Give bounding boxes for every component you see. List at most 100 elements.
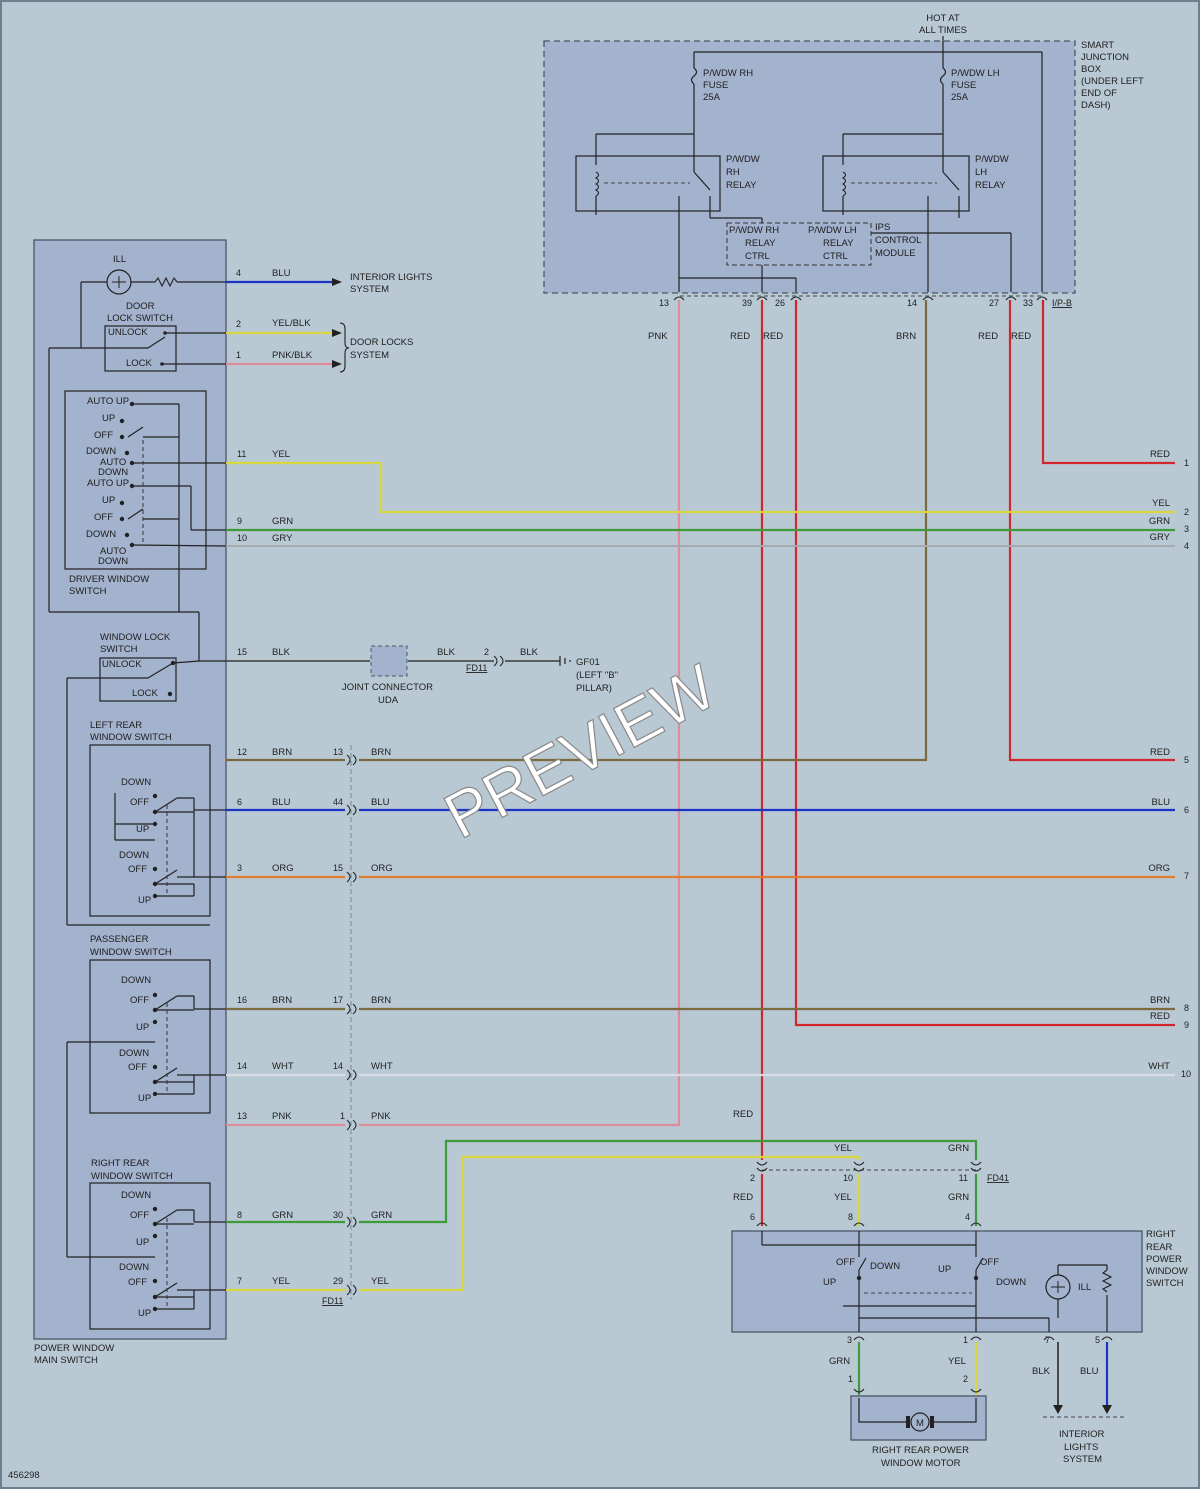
rr-switch-label-4: WINDOW (1146, 1266, 1188, 1277)
wire-yel-11 (226, 461, 1175, 514)
wl-unlock-label: UNLOCK (102, 659, 142, 670)
main-pin-3: 3 (237, 863, 242, 873)
wire-label-red-26: RED (763, 331, 783, 342)
edge-num-8: 8 (1184, 1003, 1189, 1013)
rr-switch-label-1: RIGHT (1146, 1229, 1176, 1240)
wire-label-blu-fd44: BLU (371, 797, 390, 808)
passenger-label-2: WINDOW SWITCH (90, 947, 172, 958)
window-lock-label-1: WINDOW LOCK (100, 632, 171, 643)
wire-red-33 (1041, 300, 1175, 465)
main-pin-7: 7 (237, 1276, 242, 1286)
edge-color-1: RED (1150, 449, 1170, 460)
rr-down-label: DOWN (870, 1261, 900, 1272)
wire-label-blu-6: BLU (272, 797, 291, 808)
ps-pos-down-1: DOWN (121, 975, 151, 986)
main-pin-8: 8 (237, 1210, 242, 1220)
wire-label-brn-16: BRN (272, 995, 292, 1006)
fd41-pin-11: 11 (959, 1173, 968, 1183)
ips-label-1: IPS (875, 222, 890, 233)
sjb-pin-13: 13 (659, 298, 669, 308)
lr-pos-up-1: UP (136, 824, 149, 835)
rr-sw-pin-8: 8 (848, 1212, 853, 1222)
rr-sw-pin-4: 4 (965, 1212, 970, 1222)
fd41-top-color-grn: GRN (948, 1143, 969, 1154)
wire-label-wht-14: WHT (272, 1061, 294, 1072)
lh-ctrl-label-1: P/WDW LH (808, 225, 857, 236)
main-pin-13: 13 (237, 1111, 247, 1121)
door-lock-pos-label: LOCK (126, 358, 153, 369)
edge-num-9: 9 (1184, 1020, 1189, 1030)
wire-label-pnk: PNK (648, 331, 668, 342)
driver-pos-up-1: UP (102, 413, 115, 424)
driver-pos-autoup-2: AUTO UP (87, 478, 129, 489)
wire-yel-29 (359, 1155, 861, 1292)
arrow-icon (332, 278, 342, 286)
fd11-pin-1: 1 (340, 1111, 345, 1121)
fd41-label: FD41 (987, 1173, 1009, 1183)
ps-pos-up-2: UP (138, 1093, 151, 1104)
left-rear-switch (89, 744, 211, 917)
rr-switch-label-2: REAR (1146, 1242, 1173, 1253)
lh-relay (822, 155, 970, 212)
fd41-pin-10: 10 (843, 1173, 853, 1183)
wire-label-yelblk: YEL/BLK (272, 318, 311, 329)
rr-switch-label-3: POWER (1146, 1254, 1182, 1265)
fd11-pin-29: 29 (333, 1276, 343, 1286)
edge-color-4: GRY (1150, 532, 1171, 543)
door-lock-label-2: LOCK SWITCH (107, 313, 173, 324)
right-rear-power-window-switch: RIGHT REAR POWER WINDOW SWITCH OFF DOWN … (731, 1229, 1188, 1345)
lr-pos-down-1: DOWN (121, 777, 151, 788)
gf01-label-2: (LEFT "B" (576, 670, 618, 681)
sjb-pin-39: 39 (742, 298, 752, 308)
driver-switch-label-2: SWITCH (69, 586, 107, 597)
driver-pos-auto-2: AUTO (100, 546, 126, 557)
arrow-icon (1102, 1405, 1112, 1414)
lh-relay-label-1: P/WDW (975, 154, 1009, 165)
driver-pos-autodown-1: DOWN (98, 467, 128, 478)
lh-fuse-label-3: 25A (951, 92, 969, 103)
fd11-label: FD11 (322, 1296, 343, 1306)
motor-pin-2: 2 (963, 1374, 968, 1384)
window-lock-switch (99, 657, 177, 702)
left-wire-labels: 11 YEL 9 GRN 10 GRY 15 BLK BLK 2 FD11 BL… (237, 449, 618, 1287)
driver-window-switch (64, 390, 207, 570)
wire-label-pnkblk: PNK/BLK (272, 350, 313, 361)
fd11-pin-17: 17 (333, 995, 343, 1005)
rh-relay-label-3: RELAY (726, 180, 757, 191)
ground-icon (559, 656, 571, 666)
motor-and-light-wires: GRN YEL BLK BLU 1 2 (829, 1342, 1124, 1418)
main-pin-12: 12 (237, 747, 247, 757)
edge-color-5: RED (1150, 747, 1170, 758)
rh-fuse-icon (690, 67, 698, 85)
right-rear-label-2: WINDOW SWITCH (91, 1171, 173, 1182)
wire-red-26 (794, 300, 1175, 1027)
door-locks-label-1: DOOR LOCKS (350, 337, 413, 348)
fd41-connector: RED YEL GRN 2 10 11 FD41 RED YEL GRN 6 8… (733, 1109, 1009, 1227)
motor-label-2: WINDOW MOTOR (881, 1458, 961, 1469)
wire-label-pnk-fd1: PNK (371, 1111, 391, 1122)
ips-label-3: MODULE (875, 248, 916, 259)
arrow-icon (332, 329, 342, 337)
wire-label-brn-fd13: BRN (371, 747, 391, 758)
rh-relay-label-2: RH (726, 167, 740, 178)
rr-pos-up-1: UP (136, 1237, 149, 1248)
ip-b-connector-label: I/P-B (1052, 298, 1072, 308)
interior-lights-bottom-2: LIGHTS (1064, 1442, 1098, 1453)
rr-switch-outline (731, 1230, 1143, 1333)
wire-label-red-39: RED (730, 331, 750, 342)
wire-label-yel-fd29: YEL (371, 1276, 389, 1287)
wire-label-yel-7: YEL (272, 1276, 290, 1287)
main-pin-1: 1 (236, 350, 241, 360)
driver-pos-autoup-1: AUTO UP (87, 396, 129, 407)
sjb-down-wires (359, 300, 1175, 1160)
wire-label-blk-fd11: BLK (437, 647, 456, 658)
fd11-pin-30: 30 (333, 1210, 343, 1220)
driver-pos-off-2: OFF (94, 512, 113, 523)
motor-outline (850, 1395, 987, 1441)
lh-fuse-icon (939, 67, 947, 85)
driver-pos-autodown-2: DOWN (98, 556, 128, 567)
driver-pos-off-1: OFF (94, 430, 113, 441)
sjb-name-5: END OF (1081, 88, 1117, 99)
rr-pos-down-1: DOWN (121, 1190, 151, 1201)
ps-pos-off-2: OFF (128, 1062, 147, 1073)
